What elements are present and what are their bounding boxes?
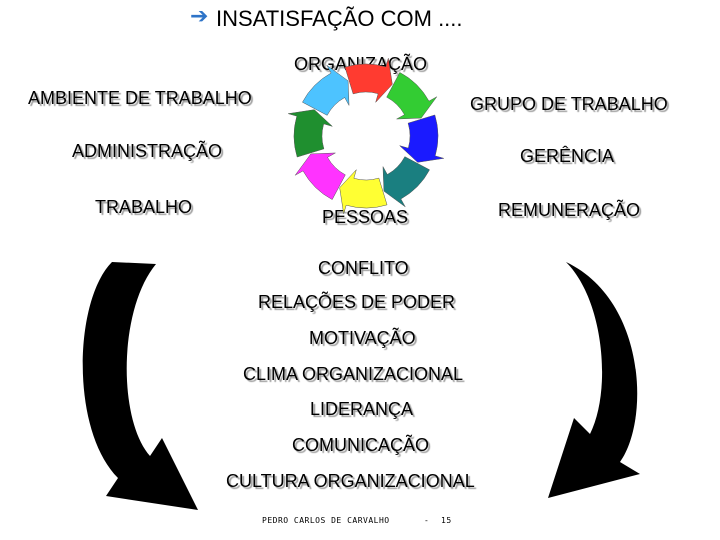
list-item-conflito: CONFLITO xyxy=(318,258,409,278)
right-label-remuneracao: REMUNERAÇÃO xyxy=(498,200,641,220)
page-title: INSATISFAÇÃO COM .... xyxy=(216,6,463,31)
right-label-gerencia: GERÊNCIA xyxy=(520,146,615,166)
cycle-arrow-segment xyxy=(382,156,430,208)
list-item-relacoes: RELAÇÕES DE PODER xyxy=(258,292,456,312)
right-label-grupo: GRUPO DE TRABALHO xyxy=(470,94,668,114)
cycle-arrow-segment xyxy=(302,64,350,116)
cycle-arrow-segment xyxy=(339,169,388,214)
left-label-ambiente: AMBIENTE DE TRABALHO xyxy=(28,88,252,108)
left-label-trabalho: TRABALHO xyxy=(95,197,193,217)
footer-page-number: 15 xyxy=(441,516,452,525)
cycle-arrow-segment xyxy=(386,72,438,120)
list-item-lideranca: LIDERANÇA xyxy=(310,399,414,419)
cycle-arrow-segment xyxy=(288,109,333,158)
list-item-clima: CLIMA ORGANIZACIONAL xyxy=(243,364,464,384)
footer-author: PEDRO CARLOS DE CARVALHO xyxy=(262,516,390,525)
cycle-arrow-segment xyxy=(294,152,346,200)
curved-arrow-left-icon xyxy=(82,262,198,510)
left-label-administracao: ADMINISTRAÇÃO xyxy=(72,141,223,161)
curved-arrow-right-icon xyxy=(548,262,640,498)
cycle-arrow-segment xyxy=(344,58,393,103)
arrow-right-icon: ➔ xyxy=(190,4,209,29)
list-item-motivacao: MOTIVAÇÃO xyxy=(309,328,416,348)
cycle-arrow-segment xyxy=(399,114,444,163)
list-item-comunicacao: COMUNICAÇÃO xyxy=(292,435,430,455)
list-item-cultura: CULTURA ORGANIZACIONAL xyxy=(226,471,475,491)
cycle-arrows xyxy=(288,58,444,214)
footer-separator: - xyxy=(424,516,430,525)
